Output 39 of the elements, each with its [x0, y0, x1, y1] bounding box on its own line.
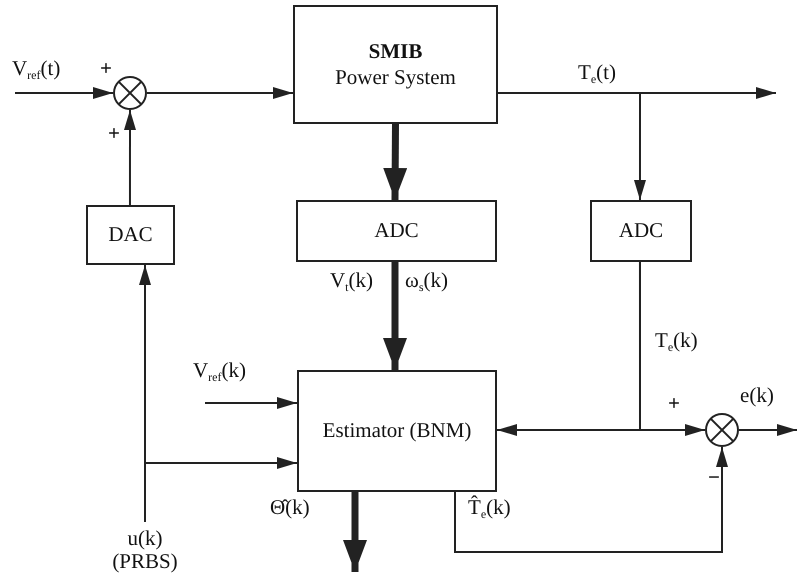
arrow [124, 110, 136, 205]
box-label: SMIB [368, 39, 424, 64]
signal-label: Θ̂(k) [270, 497, 310, 518]
summing-junction [113, 76, 147, 110]
process-box [297, 370, 497, 492]
box-label: Power System [334, 64, 457, 90]
signal-label: T$_{e}$(t) [578, 62, 616, 85]
signal-label: T̂$_{e}$(k) [468, 497, 511, 520]
box-label: ADC [373, 218, 420, 244]
signal-label: ω$_{s}$(k) [405, 270, 448, 293]
process-box [86, 205, 175, 265]
process-box [296, 200, 497, 262]
arrow [454, 447, 728, 553]
arrow [205, 397, 297, 409]
arrow [497, 262, 641, 436]
signal-label: T$_{e}$(k) [655, 330, 698, 353]
arrow [147, 87, 293, 99]
arrow [739, 424, 797, 436]
signal-label: V$_{t}$(k) [330, 270, 374, 293]
process-box [293, 5, 498, 124]
sign-label: + [100, 58, 112, 79]
process-box [590, 200, 692, 262]
sign-label: − [708, 467, 720, 488]
signal-label: V$_{ref}$(t) [12, 58, 60, 81]
arrow [383, 262, 407, 370]
box-label: ADC [618, 218, 664, 244]
signal-label: V$_{ref}$(k) [193, 360, 246, 383]
arrow [343, 492, 367, 572]
box-label: DAC [107, 222, 154, 248]
summing-junction [705, 413, 739, 447]
box-label: Estimator (BNM) [322, 418, 472, 444]
arrow [498, 92, 646, 200]
signal-label: u(k) (PRBS) [111, 526, 179, 574]
arrow [15, 87, 113, 99]
signal-label: e(k) [740, 385, 774, 406]
sign-label: + [108, 123, 120, 144]
sign-label: + [668, 393, 680, 414]
arrow [383, 124, 408, 200]
arrow [144, 456, 297, 522]
